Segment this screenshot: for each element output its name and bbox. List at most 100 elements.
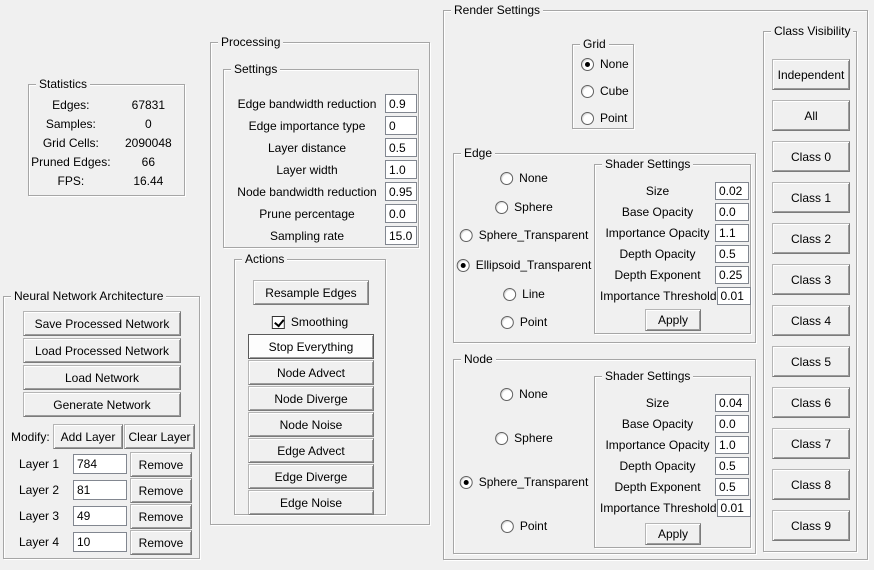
remove-layer-2-button[interactable]: Remove — [130, 478, 192, 503]
class-4-button[interactable]: Class 4 — [772, 305, 850, 336]
layer-4-input[interactable] — [73, 532, 127, 552]
edge-sphere-transparent-radio[interactable] — [459, 228, 473, 242]
save-processed-network-button[interactable]: Save Processed Network — [23, 311, 181, 336]
class-visibility-group: Class Visibility Independent All Class 0… — [763, 24, 857, 552]
node-point-label: Point — [519, 519, 548, 533]
prune-percentage-input[interactable] — [385, 204, 417, 223]
node-none-radio[interactable] — [500, 387, 514, 401]
edge-importance-type-input[interactable] — [385, 116, 417, 135]
node-noise-button[interactable]: Node Noise — [248, 412, 374, 437]
add-layer-button[interactable]: Add Layer — [53, 424, 123, 449]
node-none-option[interactable]: None — [500, 386, 548, 402]
grid-none-radio[interactable] — [581, 57, 594, 71]
class-5-button[interactable]: Class 5 — [772, 346, 850, 377]
edge-none-option[interactable]: None — [500, 170, 548, 186]
class-1-button[interactable]: Class 1 — [772, 182, 850, 213]
node-sphere-option[interactable]: Sphere — [495, 430, 553, 446]
setting-label: Layer distance — [267, 140, 347, 155]
stat-row-grid-cells: Grid Cells: 2090048 — [29, 136, 184, 150]
grid-none-option[interactable]: None — [581, 56, 629, 72]
edge-advect-button[interactable]: Edge Advect — [248, 438, 374, 463]
stop-everything-button[interactable]: Stop Everything — [248, 334, 374, 359]
edge-bandwidth-reduction-input[interactable] — [385, 94, 417, 113]
class-3-button[interactable]: Class 3 — [772, 264, 850, 295]
node-sphere-transparent-radio[interactable] — [459, 475, 473, 489]
sampling-rate-input[interactable] — [385, 226, 417, 245]
edge-sphere-transparent-option[interactable]: Sphere_Transparent — [459, 227, 588, 243]
node-base-opacity-input[interactable] — [715, 415, 749, 433]
node-point-option[interactable]: Point — [500, 518, 548, 534]
edge-shader-settings-group: Shader Settings Size Base Opacity Import… — [594, 157, 751, 334]
edge-importance-opacity-input[interactable] — [715, 224, 749, 242]
class-9-button[interactable]: Class 9 — [772, 510, 850, 541]
node-advect-button[interactable]: Node Advect — [248, 360, 374, 385]
clear-layer-button[interactable]: Clear Layer — [124, 424, 195, 449]
edge-ellipsoid-transparent-option[interactable]: Ellipsoid_Transparent — [456, 257, 591, 273]
edge-point-radio[interactable] — [500, 315, 514, 329]
edge-base-opacity-input[interactable] — [715, 203, 749, 221]
node-sphere-label: Sphere — [514, 431, 553, 445]
node-sphere-radio[interactable] — [495, 431, 509, 445]
class-7-button[interactable]: Class 7 — [772, 428, 850, 459]
all-button[interactable]: All — [772, 100, 850, 131]
edge-importance-threshold-input[interactable] — [716, 287, 751, 305]
edge-depth-exponent-input[interactable] — [715, 266, 749, 284]
independent-button[interactable]: Independent — [772, 59, 850, 90]
edge-sphere-option[interactable]: Sphere — [495, 199, 553, 215]
architecture-group-title: Neural Network Architecture — [11, 289, 167, 303]
edge-depth-opacity-input[interactable] — [715, 245, 749, 263]
class-2-button[interactable]: Class 2 — [772, 223, 850, 254]
node-bandwidth-reduction-input[interactable] — [385, 182, 417, 201]
edge-shader-row-size: Size — [600, 182, 749, 200]
edge-apply-button[interactable]: Apply — [645, 309, 701, 331]
node-sphere-transparent-option[interactable]: Sphere_Transparent — [459, 474, 588, 490]
grid-point-radio[interactable] — [581, 111, 594, 125]
edge-line-radio[interactable] — [503, 287, 517, 301]
node-none-label: None — [519, 387, 548, 401]
node-depth-exponent-input[interactable] — [715, 478, 749, 496]
edge-none-radio[interactable] — [500, 171, 514, 185]
remove-layer-4-button[interactable]: Remove — [130, 530, 192, 555]
grid-point-option[interactable]: Point — [581, 110, 627, 126]
shader-label: Depth Opacity — [619, 247, 696, 261]
resample-edges-button[interactable]: Resample Edges — [253, 280, 369, 305]
remove-layer-1-button[interactable]: Remove — [130, 452, 192, 477]
edge-line-option[interactable]: Line — [503, 286, 545, 302]
edge-size-input[interactable] — [715, 182, 749, 200]
grid-cube-option[interactable]: Cube — [581, 83, 629, 99]
layer-width-input[interactable] — [385, 160, 417, 179]
class-6-button[interactable]: Class 6 — [772, 387, 850, 418]
node-point-radio[interactable] — [500, 519, 514, 533]
remove-layer-3-button[interactable]: Remove — [130, 504, 192, 529]
node-size-input[interactable] — [715, 394, 749, 412]
node-shader-settings-group: Shader Settings Size Base Opacity Import… — [594, 369, 751, 548]
shader-label: Depth Opacity — [619, 459, 696, 473]
edge-noise-button[interactable]: Edge Noise — [248, 490, 374, 515]
stat-row-pruned-edges: Pruned Edges: 66 — [29, 155, 184, 169]
node-group-title: Node — [461, 352, 496, 366]
node-importance-threshold-input[interactable] — [716, 499, 751, 517]
edge-sphere-radio[interactable] — [495, 200, 509, 214]
edge-diverge-button[interactable]: Edge Diverge — [248, 464, 374, 489]
node-depth-opacity-input[interactable] — [715, 457, 749, 475]
class-0-button[interactable]: Class 0 — [772, 141, 850, 172]
layer-1-input[interactable] — [73, 454, 127, 474]
generate-network-button[interactable]: Generate Network — [23, 392, 181, 417]
setting-row-layer-distance: Layer distance — [229, 138, 417, 157]
node-importance-opacity-input[interactable] — [715, 436, 749, 454]
grid-cube-radio[interactable] — [581, 84, 594, 98]
load-processed-network-button[interactable]: Load Processed Network — [23, 338, 181, 363]
class-8-button[interactable]: Class 8 — [772, 469, 850, 500]
smoothing-checkbox[interactable] — [271, 315, 285, 329]
layer-distance-input[interactable] — [385, 138, 417, 157]
node-shader-row-depth-opacity: Depth Opacity — [600, 457, 749, 475]
edge-point-option[interactable]: Point — [500, 314, 547, 330]
node-diverge-button[interactable]: Node Diverge — [248, 386, 374, 411]
load-network-button[interactable]: Load Network — [23, 365, 181, 390]
processing-actions-group: Actions Resample Edges Smoothing Stop Ev… — [234, 252, 386, 515]
smoothing-checkbox-row[interactable]: Smoothing — [271, 314, 348, 330]
layer-3-input[interactable] — [73, 506, 127, 526]
edge-ellipsoid-transparent-radio[interactable] — [456, 258, 470, 272]
layer-2-input[interactable] — [73, 480, 127, 500]
node-apply-button[interactable]: Apply — [645, 523, 701, 545]
